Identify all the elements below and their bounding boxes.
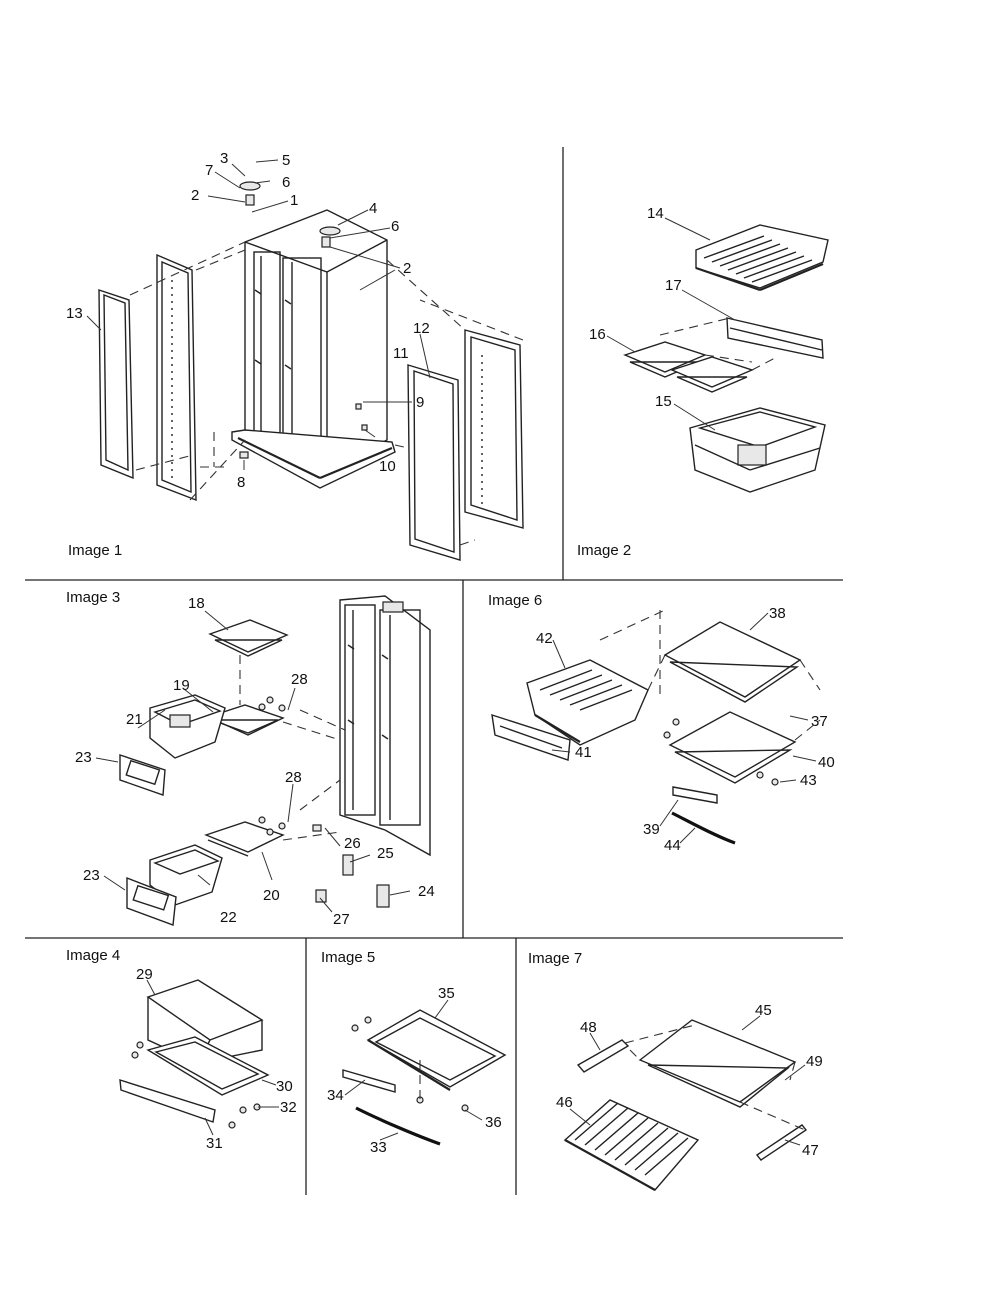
panel-label-image-5: Image 5 [321, 949, 375, 966]
callout-17: 17 [665, 277, 682, 294]
callout-16: 16 [589, 326, 606, 343]
panel-label-image-3: Image 3 [66, 589, 120, 606]
image-6-drawing [491, 609, 821, 845]
panel-dividers [25, 147, 843, 1195]
callout-26: 26 [344, 835, 361, 852]
callout-15: 15 [655, 393, 672, 410]
callout-42: 42 [536, 630, 553, 647]
callout-44: 44 [664, 837, 681, 854]
callout-18: 18 [188, 595, 205, 612]
panel-label-image-4: Image 4 [66, 947, 120, 964]
callout-29: 29 [136, 966, 153, 983]
callout-10: 10 [379, 458, 396, 475]
callout-28-bottom: 28 [285, 769, 302, 786]
leader-lines [86, 159, 817, 1146]
panel-label-image-1: Image 1 [68, 542, 122, 559]
callout-9: 9 [416, 394, 424, 411]
callout-2-top: 2 [191, 187, 199, 204]
callout-37: 37 [811, 713, 828, 730]
callout-1: 1 [290, 192, 298, 209]
callout-4: 4 [369, 200, 377, 217]
image-1-drawing [98, 181, 524, 561]
callout-5: 5 [282, 152, 290, 169]
image-4-drawing [119, 979, 270, 1129]
callout-13: 13 [66, 305, 83, 322]
callout-23-top: 23 [75, 749, 92, 766]
callout-31: 31 [206, 1135, 223, 1152]
panel-label-image-7: Image 7 [528, 950, 582, 967]
callout-28-top: 28 [291, 671, 308, 688]
callout-22: 22 [220, 909, 237, 926]
callout-19: 19 [173, 677, 190, 694]
callout-39: 39 [643, 821, 660, 838]
callout-46: 46 [556, 1094, 573, 1111]
panel-labels: Image 1 Image 2 Image 3 Image 4 Image 5 … [66, 542, 631, 967]
image-7-drawing [563, 1019, 808, 1191]
callout-34: 34 [327, 1087, 344, 1104]
callout-2-right: 2 [403, 260, 411, 277]
panel-label-image-2: Image 2 [577, 542, 631, 559]
callout-25: 25 [377, 845, 394, 862]
callout-36: 36 [485, 1114, 502, 1131]
callout-14: 14 [647, 205, 664, 222]
callout-12: 12 [413, 320, 430, 337]
callout-33: 33 [370, 1139, 387, 1156]
callout-6-top: 6 [282, 174, 290, 191]
callout-49: 49 [806, 1053, 823, 1070]
callout-20: 20 [263, 887, 280, 904]
image-3-drawing [119, 595, 431, 926]
callout-27: 27 [333, 911, 350, 928]
callout-numbers: 3 5 7 6 2 1 4 6 2 13 12 11 9 10 8 14 17 … [66, 150, 835, 1159]
callout-43: 43 [800, 772, 817, 789]
callout-3: 3 [220, 150, 228, 167]
callout-6-right: 6 [391, 218, 399, 235]
image-2-drawing [623, 224, 829, 493]
callout-32: 32 [280, 1099, 297, 1116]
callout-40: 40 [818, 754, 835, 771]
callout-47: 47 [802, 1142, 819, 1159]
callout-48: 48 [580, 1019, 597, 1036]
callout-30: 30 [276, 1078, 293, 1095]
callout-8: 8 [237, 474, 245, 491]
callout-41: 41 [575, 744, 592, 761]
callout-7: 7 [205, 162, 213, 179]
panel-label-image-6: Image 6 [488, 592, 542, 609]
callout-11: 11 [393, 345, 409, 362]
image-5-drawing [342, 1009, 507, 1146]
callout-23-bottom: 23 [83, 867, 100, 884]
callout-45: 45 [755, 1002, 772, 1019]
callout-24: 24 [418, 883, 435, 900]
callout-38: 38 [769, 605, 786, 622]
callout-35: 35 [438, 985, 455, 1002]
callout-21: 21 [126, 711, 143, 728]
